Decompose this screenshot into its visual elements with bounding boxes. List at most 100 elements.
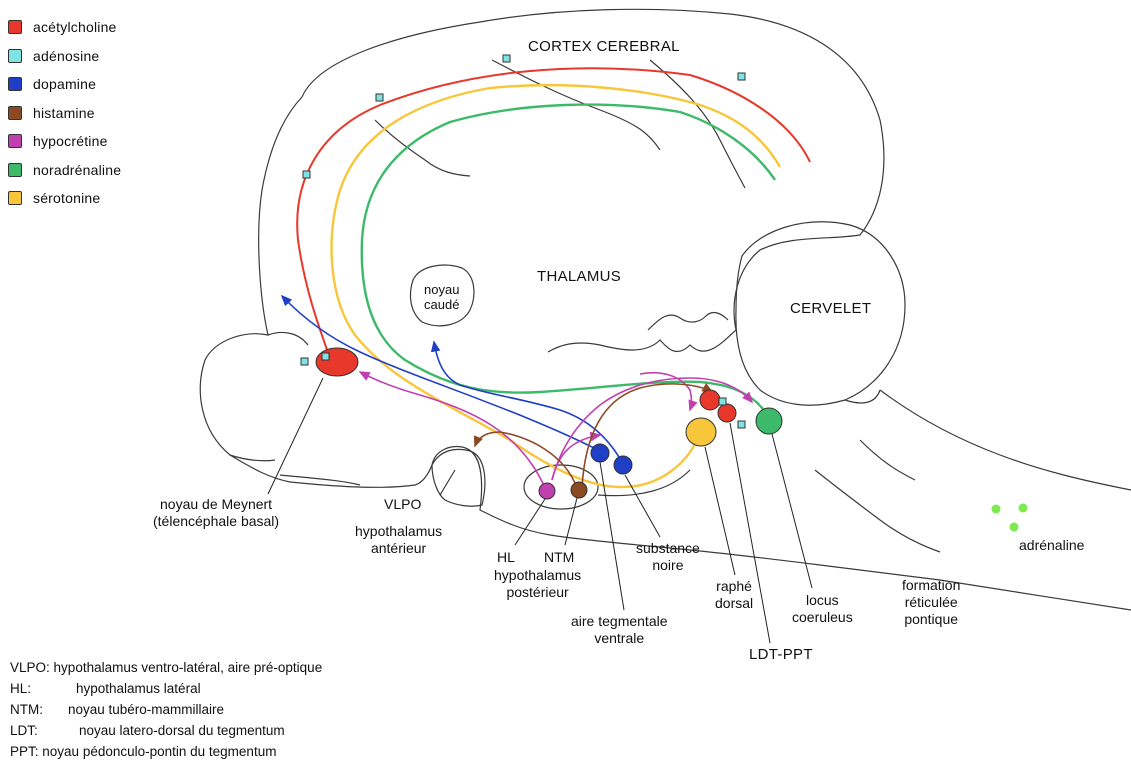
- label-atv-line2: ventrale: [594, 630, 645, 646]
- legend-item: histamine: [8, 99, 121, 128]
- leader-vlpo: [439, 469, 456, 496]
- sulcus-3: [374, 119, 471, 177]
- leader-substance: [624, 474, 661, 538]
- label-substance-line2: noire: [652, 557, 684, 573]
- brainstem-line: [844, 389, 881, 404]
- label-formation-line3: pontique: [904, 611, 959, 627]
- label-thalamus: THALAMUS: [537, 268, 622, 285]
- legend-label: acétylcholine: [33, 19, 117, 36]
- label-raphe-line1: raphé: [716, 578, 752, 594]
- hypothalamus-contour: [431, 445, 1131, 611]
- legend-swatch: [8, 162, 22, 177]
- legend-item: acétylcholine: [8, 13, 121, 42]
- legend-swatch: [8, 191, 22, 206]
- label-raphe-line2: dorsal: [715, 595, 754, 611]
- abbreviations-list: VLPO: hypothalamus ventro-latéral, aire …: [10, 657, 322, 762]
- adenosine-marker: [375, 93, 384, 102]
- hl-nucleus: [538, 482, 556, 500]
- thalamus-fold: [647, 311, 729, 331]
- label-hypo-post-line2: postérieur: [506, 584, 569, 600]
- label-caude: noyau caudé: [424, 282, 459, 312]
- ldt-nucleus: [699, 389, 721, 411]
- leader-hl: [514, 498, 546, 546]
- cerebellum-outline: [735, 221, 906, 406]
- label-adrenaline: adrénaline: [1019, 537, 1085, 553]
- raphe-dorsal-nucleus: [685, 417, 717, 447]
- meynert-nucleus: [315, 347, 359, 377]
- abbreviation-text: hypothalamus latéral: [76, 681, 201, 696]
- abbreviation-key: LDT:: [10, 723, 38, 738]
- adenosine-marker: [300, 357, 309, 366]
- label-locus-line2: coeruleus: [792, 609, 853, 625]
- adenosine-marker: [321, 352, 330, 361]
- abbreviation-key: HL:: [10, 681, 32, 696]
- vlpo-outline: [431, 448, 486, 507]
- pathway-histamine-1: [473, 431, 578, 489]
- abbreviation-row: HL: hypothalamus latéral: [10, 678, 322, 699]
- vta-nucleus: [590, 443, 610, 463]
- legend-label: dopamine: [33, 76, 97, 93]
- pons-upper-contour: [879, 389, 1131, 491]
- adenosine-marker: [737, 420, 746, 429]
- legend: acétylcholine adénosine dopamine histami…: [8, 13, 121, 213]
- label-locus-line1: locus: [806, 592, 839, 608]
- leader-locus: [771, 433, 813, 589]
- caudate-nucleus: [409, 264, 475, 327]
- abbreviation-text: noyau latero-dorsal du tegmentum: [79, 723, 285, 738]
- leader-meynert: [267, 377, 324, 495]
- label-ntm: NTM: [544, 549, 575, 565]
- label-hypo-ant-line1: hypothalamus: [355, 523, 443, 539]
- substantia-nigra-nucleus: [613, 455, 633, 475]
- legend-label: hypocrétine: [33, 133, 108, 150]
- legend-item: hypocrétine: [8, 127, 121, 156]
- abbreviation-row: LDT: noyau latero-dorsal du tegmentum: [10, 720, 322, 741]
- label-hypo-ant: hypothalamus antérieur: [355, 523, 442, 557]
- frontal-contour: [267, 331, 309, 346]
- pathway-hypocretin-2: [551, 377, 754, 481]
- adrenaline-dot: [991, 504, 1001, 514]
- legend-swatch: [8, 105, 22, 120]
- locus-coeruleus-nucleus: [755, 407, 783, 435]
- legend-swatch: [8, 48, 22, 63]
- label-caude-line2: caudé: [424, 297, 460, 312]
- leader-raphe: [704, 446, 736, 576]
- label-meynert-line2: (télencéphale basal): [153, 513, 280, 529]
- legend-label: noradrénaline: [33, 161, 122, 178]
- abbreviation-row: PPT: noyau pédonculo-pontin du tegmentum: [10, 741, 322, 762]
- label-ldt-ppt: LDT-PPT: [749, 646, 813, 663]
- label-hl: HL: [497, 549, 515, 565]
- leader-ldt: [729, 422, 771, 644]
- pons-line-1: [814, 469, 941, 553]
- legend-swatch: [8, 20, 22, 35]
- label-atv: aire tegmentale ventrale: [571, 613, 668, 647]
- legend-swatch: [8, 77, 22, 92]
- label-raphe: raphé dorsal: [715, 578, 753, 612]
- label-meynert-line1: noyau de Meynert: [160, 496, 273, 512]
- abbreviation-key: PPT:: [10, 744, 39, 759]
- adenosine-marker: [302, 170, 311, 179]
- sulcus-4: [229, 454, 276, 462]
- legend-item: noradrénaline: [8, 156, 121, 185]
- brain-lower-outline: [199, 96, 433, 488]
- posterior-hypothalamus-outline: [523, 464, 599, 510]
- label-atv-line1: aire tegmentale: [571, 613, 668, 629]
- pathway-histamine-2: [581, 383, 714, 488]
- label-hypo-ant-line2: antérieur: [370, 540, 427, 556]
- legend-label: adénosine: [33, 47, 100, 64]
- label-formation: formation réticulée pontique: [902, 577, 960, 628]
- label-cervelet: CERVELET: [790, 300, 872, 317]
- adrenaline-dot: [1018, 503, 1028, 513]
- pathway-hypocretin-4: [639, 371, 698, 412]
- label-cortex: CORTEX CEREBRAL: [528, 38, 680, 55]
- label-substance-line1: substance: [636, 540, 700, 556]
- legend-item: dopamine: [8, 70, 121, 99]
- brain-outline: [301, 8, 885, 353]
- leader-ntm: [564, 497, 578, 546]
- label-caude-line1: noyau: [424, 282, 460, 297]
- legend-item: sérotonine: [8, 184, 121, 213]
- adenosine-marker: [718, 397, 727, 406]
- leader-atv: [599, 461, 625, 611]
- label-substance: substance noire: [636, 540, 700, 574]
- label-vlpo: VLPO: [384, 496, 422, 512]
